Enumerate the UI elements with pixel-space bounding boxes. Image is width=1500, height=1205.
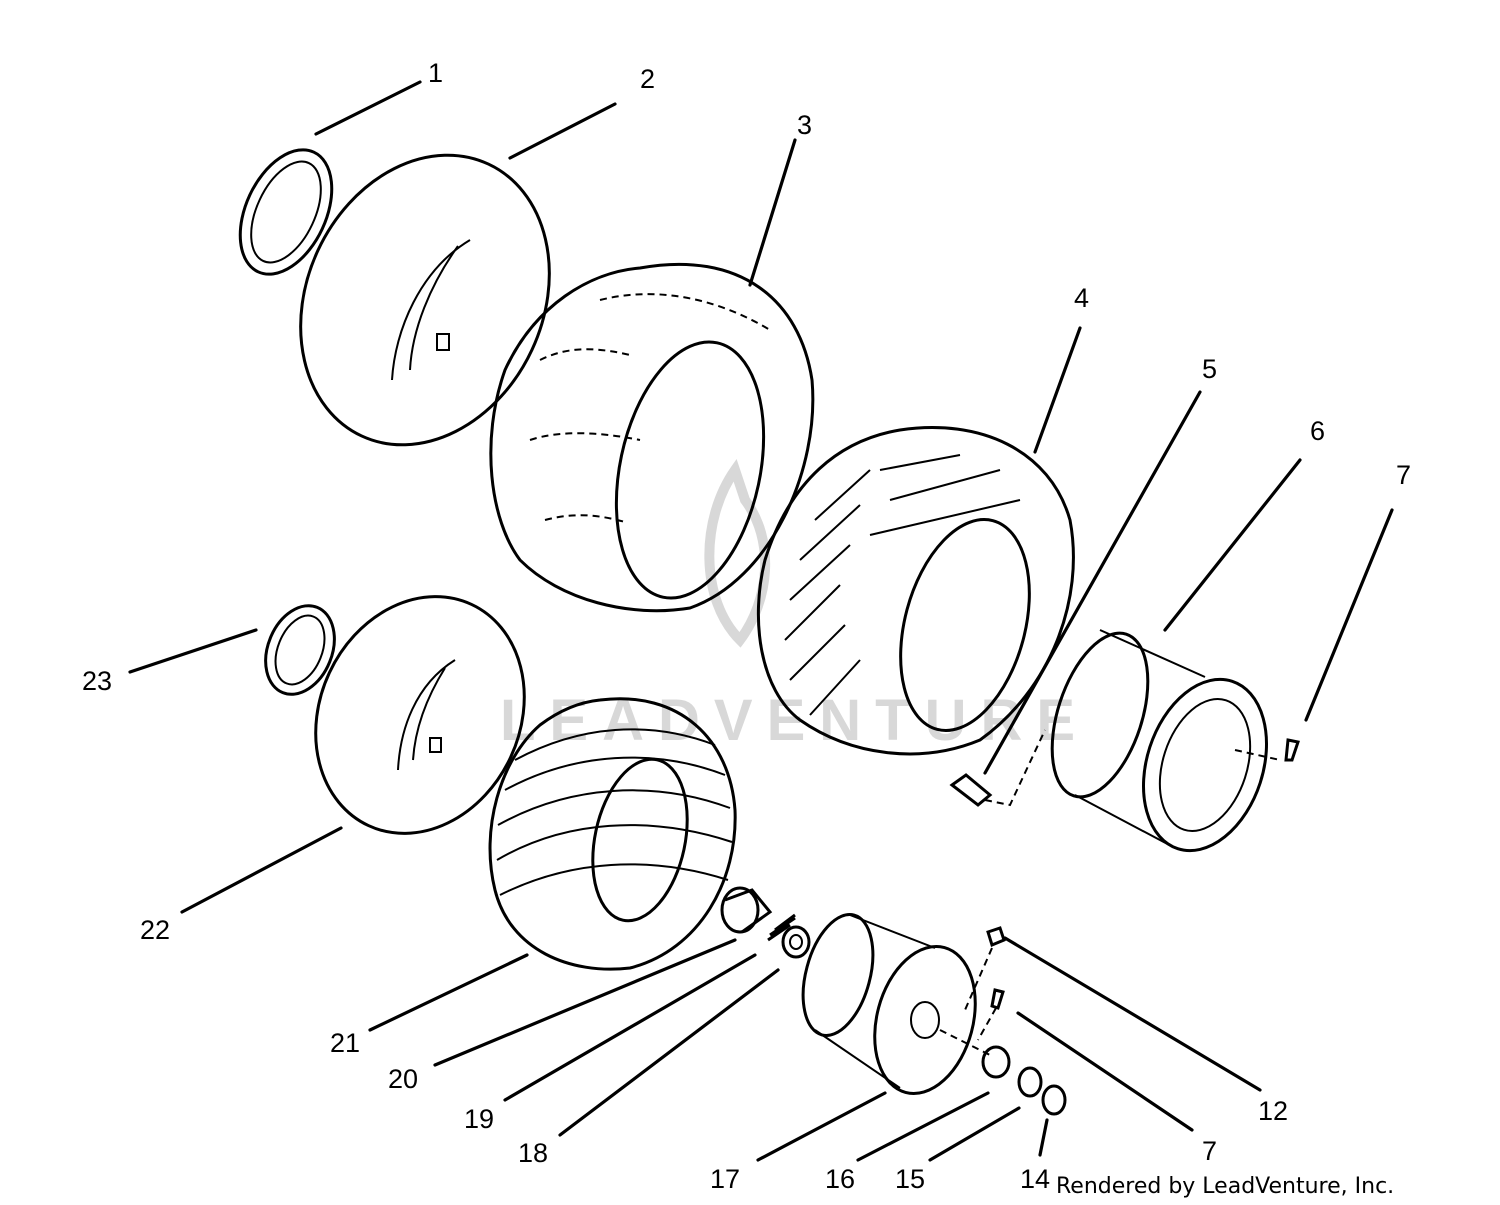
part-5-valve-stem xyxy=(949,729,1046,807)
part-23-rim-liner xyxy=(264,604,336,696)
callout-22: 22 xyxy=(140,915,170,945)
credit-text: Rendered by LeadVenture, Inc. xyxy=(1056,1174,1394,1199)
part-15-seal xyxy=(1017,1066,1043,1098)
part-7-bolt-upper xyxy=(1284,738,1300,762)
callout-4: 4 xyxy=(1074,283,1089,313)
callout-1: 1 xyxy=(428,58,443,88)
part-7-bolt-lower xyxy=(977,988,1005,1041)
part-14-nut xyxy=(1041,1084,1067,1116)
part-22-inner-tube xyxy=(314,595,526,835)
part-19-spring xyxy=(767,913,796,942)
part-1-rim-liner xyxy=(238,148,334,276)
callout-6: 6 xyxy=(1310,416,1325,446)
callout-23: 23 xyxy=(82,666,112,696)
part-2-inner-tube xyxy=(299,153,551,447)
part-3-turf-tire xyxy=(489,262,815,613)
callout-15: 15 xyxy=(895,1164,925,1194)
callout-5: 5 xyxy=(1202,354,1217,384)
watermark-text: LEADVENTURE xyxy=(500,688,1089,753)
part-16-bearing xyxy=(981,1045,1011,1079)
callout-18: 18 xyxy=(518,1138,548,1168)
part-6-rim xyxy=(1050,629,1281,853)
callout-16: 16 xyxy=(825,1164,855,1194)
callout-7-lower: 7 xyxy=(1202,1136,1217,1166)
callout-3: 3 xyxy=(797,110,812,140)
callout-7-upper: 7 xyxy=(1396,460,1411,490)
callout-19: 19 xyxy=(464,1104,494,1134)
part-17-rim xyxy=(801,913,991,1096)
callout-20: 20 xyxy=(388,1064,418,1094)
part-18-washer xyxy=(781,925,811,959)
part-12-nut xyxy=(964,926,1006,1011)
part-4-lug-tire xyxy=(756,426,1075,756)
callout-12: 12 xyxy=(1258,1096,1288,1126)
watermark: LEADVENTURE xyxy=(500,458,1089,753)
callout-17: 17 xyxy=(710,1164,740,1194)
callout-labels: 1 2 3 4 5 6 7 23 22 21 20 19 18 17 16 15… xyxy=(82,58,1411,1194)
callout-2: 2 xyxy=(640,64,655,94)
part-20-bushing xyxy=(720,886,773,934)
callout-21: 21 xyxy=(330,1028,360,1058)
leader-lines xyxy=(128,80,1394,1162)
callout-14: 14 xyxy=(1020,1164,1050,1194)
part-21-ribbed-tire xyxy=(488,697,737,971)
